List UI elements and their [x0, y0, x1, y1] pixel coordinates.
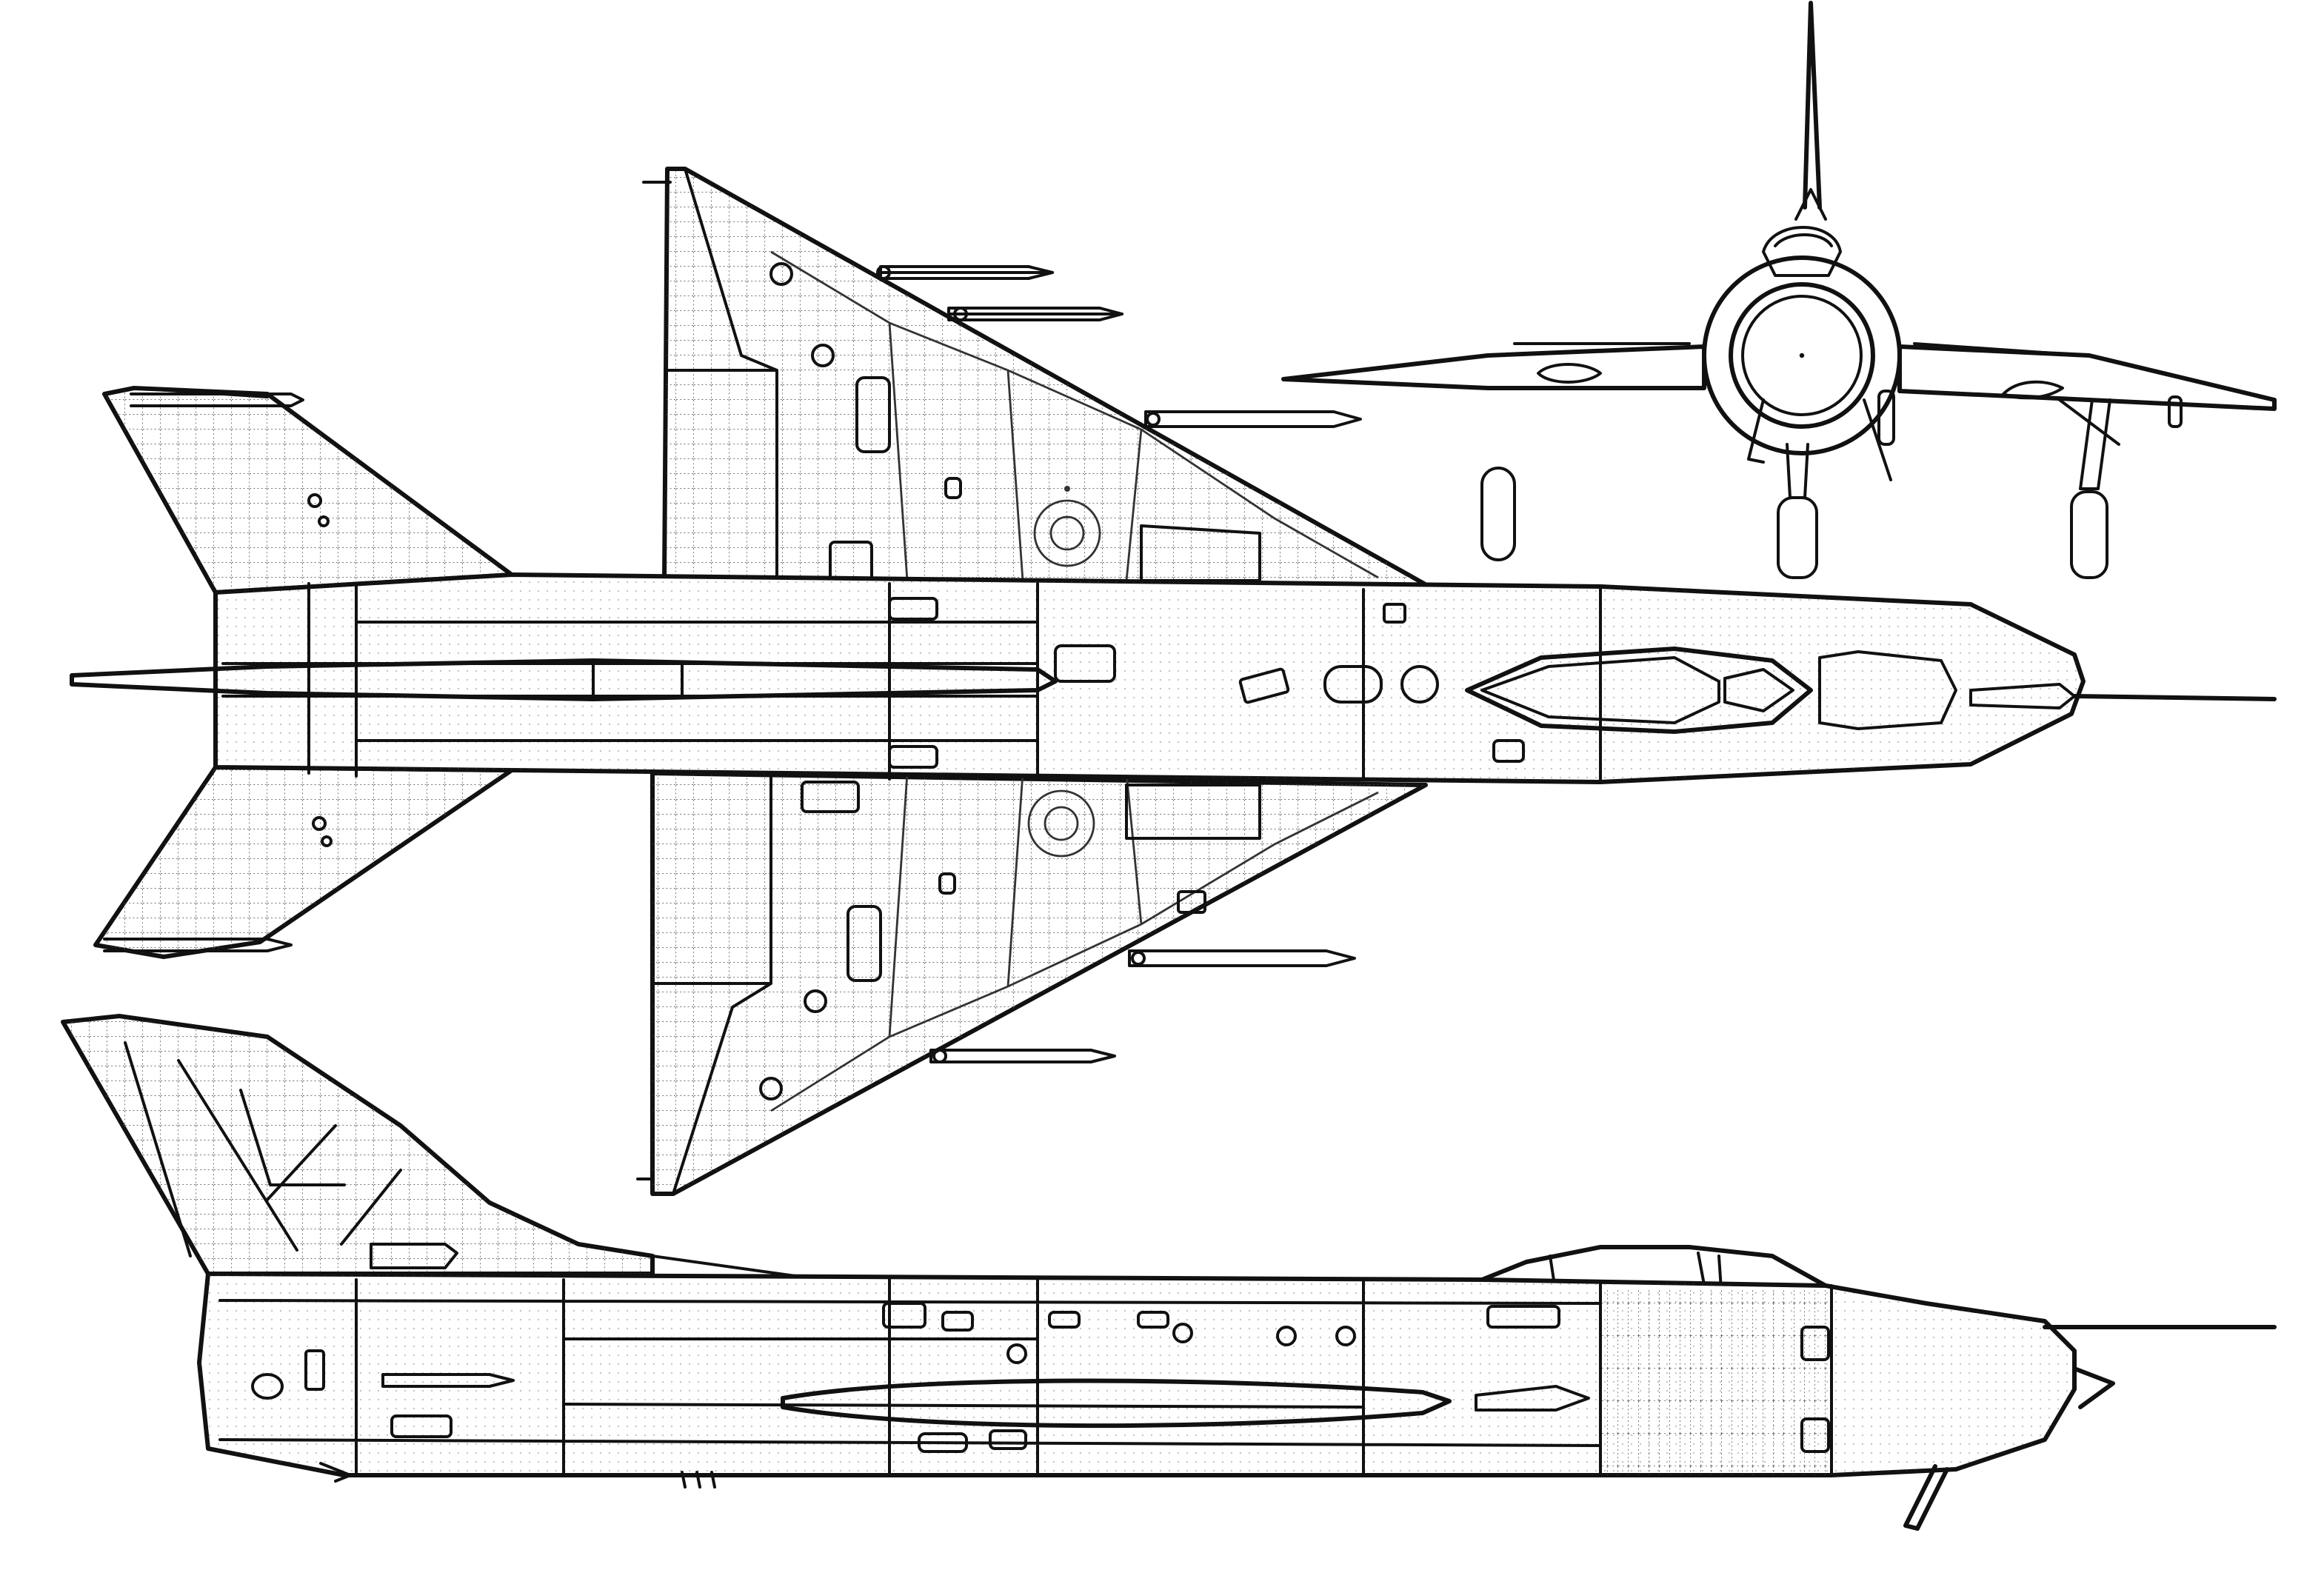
upper-stabilizer — [102, 386, 514, 595]
front-view — [1281, 1, 2277, 579]
side-view — [61, 1014, 2277, 1531]
upper-wing-missiles — [636, 181, 1362, 1180]
lower-stabilizer — [93, 765, 514, 959]
lower-wing — [650, 771, 1428, 1196]
upper-wing — [662, 167, 1437, 592]
plan-view — [70, 167, 2277, 1196]
plan-fuselage — [70, 572, 2277, 784]
lower-wing-missiles — [929, 949, 1356, 1063]
